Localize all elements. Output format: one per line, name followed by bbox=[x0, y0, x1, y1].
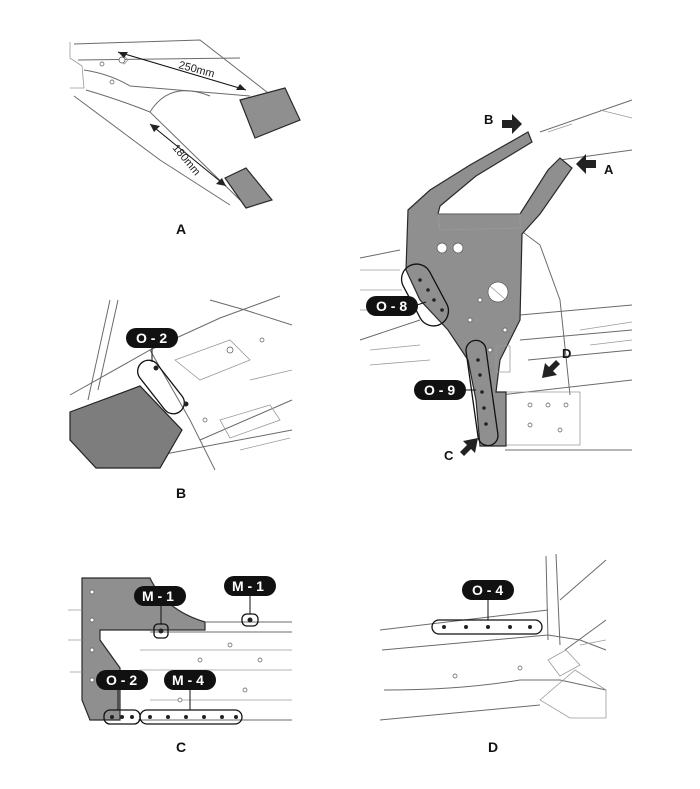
panel-a: 250mm 180mm A bbox=[69, 39, 301, 237]
b-badge-o2-text: O - 2 bbox=[136, 330, 167, 346]
panel-b: O - 2 B bbox=[69, 295, 293, 501]
panel-d-caption: D bbox=[488, 739, 498, 755]
arrow-b-icon bbox=[502, 114, 522, 134]
b-weld-outline bbox=[137, 359, 185, 415]
badge-o8 bbox=[366, 296, 418, 316]
c-badge-m1-right bbox=[224, 576, 276, 596]
b-badge-o2 bbox=[126, 328, 178, 348]
arrow-c-label: C bbox=[444, 448, 454, 463]
c-badge-o2 bbox=[96, 670, 148, 690]
badge-o8-text: O - 8 bbox=[376, 298, 407, 314]
panel-c: M - 1 M - 1 O - 2 M - 4 C bbox=[68, 576, 292, 755]
panel-a-caption: A bbox=[176, 221, 186, 237]
c-badge-o2-text: O - 2 bbox=[106, 672, 137, 688]
a-pillar-section-lower bbox=[224, 167, 274, 209]
c-m4-outline bbox=[139, 709, 243, 725]
badge-o9 bbox=[414, 380, 466, 400]
c-badge-m1-left bbox=[134, 586, 186, 606]
panel-d: O - 4 D bbox=[379, 553, 607, 755]
arrow-b-label: B bbox=[484, 112, 493, 127]
c-badge-m1-left-text: M - 1 bbox=[142, 588, 174, 604]
b-rocker-section bbox=[69, 385, 183, 469]
panel-b-caption: B bbox=[176, 485, 186, 501]
badge-o9-text: O - 9 bbox=[424, 382, 455, 398]
arrow-a-icon bbox=[576, 154, 596, 174]
main-view: O - 8 O - 9 B A D C bbox=[359, 99, 633, 463]
a-pillar-section-top bbox=[239, 87, 301, 139]
d-badge-o4-text: O - 4 bbox=[472, 582, 503, 598]
o9-weld-outline bbox=[465, 339, 499, 447]
panel-c-caption: C bbox=[176, 739, 186, 755]
d-badge-o4 bbox=[462, 580, 514, 600]
dim-line-top bbox=[117, 51, 247, 91]
dim-top-label: 250mm bbox=[177, 59, 216, 80]
arrow-d-icon bbox=[542, 360, 560, 378]
arrow-a-label: A bbox=[604, 162, 614, 177]
d-o4-outline bbox=[431, 619, 543, 635]
arrow-d-label: D bbox=[562, 346, 571, 361]
c-badge-m1-right-text: M - 1 bbox=[232, 578, 264, 594]
arrow-c-icon bbox=[460, 438, 478, 456]
dim-line-side bbox=[149, 123, 227, 187]
c-badge-m4 bbox=[164, 670, 216, 690]
c-badge-m4-text: M - 4 bbox=[172, 672, 204, 688]
